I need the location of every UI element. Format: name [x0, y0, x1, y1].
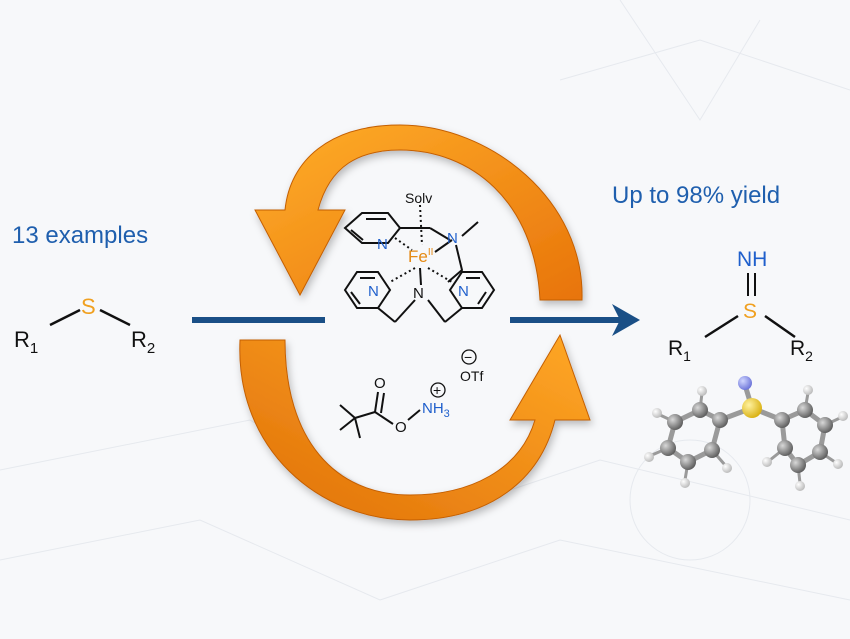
product-r1-label: R1 — [668, 337, 691, 364]
positive-charge-icon — [430, 382, 446, 398]
r1-label: R1 — [14, 327, 38, 357]
ball-and-stick-model — [644, 376, 848, 491]
product-r2-label: R2 — [790, 337, 813, 364]
negative-charge-icon — [461, 349, 477, 365]
upper-cycle-arrow — [254, 124, 583, 301]
nitrogen-top-pyridine: N — [377, 236, 388, 253]
ester-oxygen: O — [395, 419, 407, 436]
imine-nh-label: NH — [737, 248, 767, 271]
aminating-reagent — [339, 391, 421, 439]
nitrogen-amine-right: N — [447, 230, 458, 247]
examples-label: 13 examples — [12, 222, 148, 249]
hydrogen-atom-balls — [644, 385, 848, 491]
nitrogen-right-pyridine: N — [458, 283, 469, 300]
ammonium-label: NH3 — [422, 400, 450, 420]
sulfur-atom-ball — [742, 398, 762, 418]
negative-charge-sign: − — [464, 349, 472, 365]
yield-label: Up to 98% yield — [612, 182, 780, 209]
product-sulfur-label: S — [743, 300, 757, 323]
sulfur-atom-label: S — [81, 294, 96, 319]
nitrogen-left-pyridine: N — [368, 283, 379, 300]
sulfide-substrate: S R1 R2 — [14, 294, 155, 357]
solvent-label: Solv — [405, 190, 432, 206]
iron-catalyst-structure — [343, 204, 496, 323]
positive-charge-sign: + — [433, 382, 441, 398]
lower-cycle-arrow — [239, 333, 591, 521]
iron-center-label: FeII — [408, 247, 433, 266]
triflate-counterion: OTf — [460, 368, 483, 384]
catalytic-cycle — [239, 124, 591, 521]
sulfilimine-product: NH S R1 R2 — [668, 248, 813, 364]
nitrogen-atom-ball — [738, 376, 752, 390]
r2-label: R2 — [131, 327, 155, 357]
reagent-labels: O O NH3 + OTf − — [374, 349, 483, 436]
carbon-atom-balls — [660, 402, 833, 473]
catalyst-labels: Solv N N FeII N N N — [368, 190, 469, 302]
nitrogen-center-amine: N — [413, 285, 424, 302]
carbonyl-oxygen: O — [374, 375, 386, 392]
reaction-arrow — [192, 304, 640, 336]
